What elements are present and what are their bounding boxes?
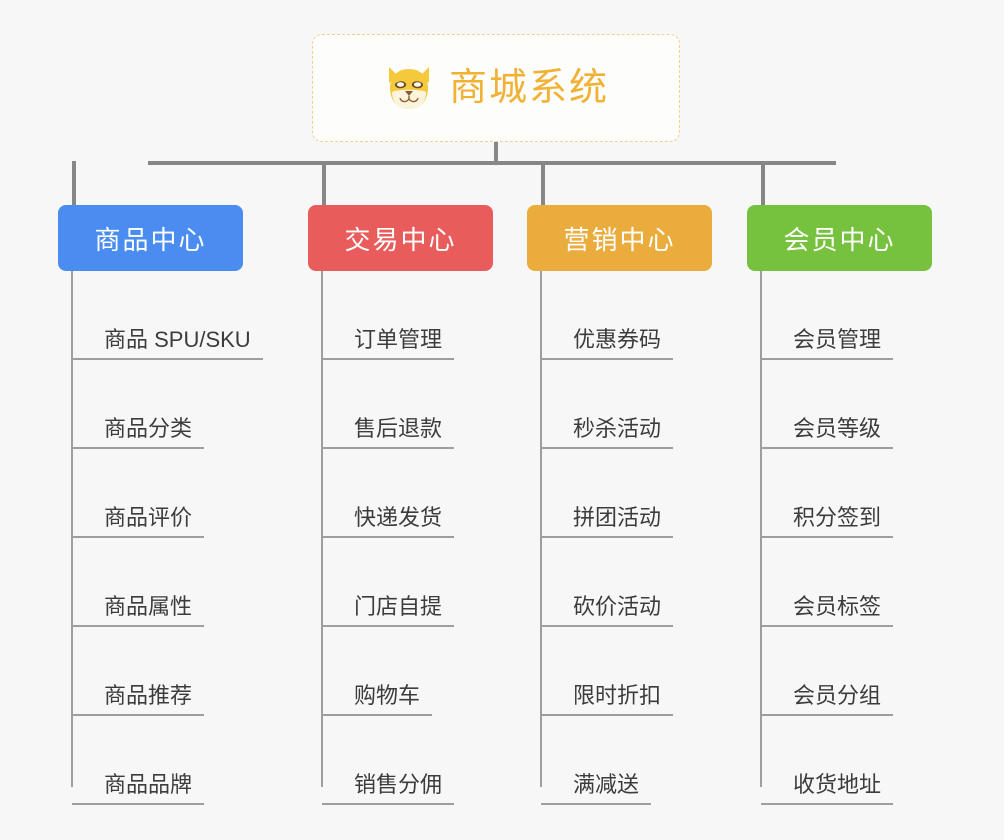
leaf-item[interactable]: 收货地址 (747, 716, 932, 805)
leaf-item[interactable]: 拼团活动 (527, 449, 712, 538)
branch-header-label: 商品中心 (94, 224, 207, 255)
leaf-label: 快递发货 (354, 504, 443, 530)
leaf-list-marketing: 优惠券码 秒杀活动 拼团活动 砍价活动 限时折扣 满减送 (527, 271, 712, 805)
branch-spine (540, 271, 542, 787)
root-connector-stub (494, 142, 498, 165)
leaf-label: 商品品牌 (104, 771, 193, 797)
branch-header-trade[interactable]: 交易中心 (308, 205, 493, 271)
branch-connector-drop (761, 161, 765, 205)
leaf-item[interactable]: 会员分组 (747, 627, 932, 716)
branch-header-member[interactable]: 会员中心 (747, 205, 932, 271)
branch-column-marketing: 营销中心 优惠券码 秒杀活动 拼团活动 砍价活动 限时折扣 满减送 (527, 161, 712, 805)
branch-header-label: 交易中心 (344, 224, 457, 255)
leaf-item[interactable]: 砍价活动 (527, 538, 712, 627)
leaf-item[interactable]: 会员等级 (747, 360, 932, 449)
leaf-label: 购物车 (354, 682, 421, 708)
leaf-label: 门店自提 (354, 593, 443, 619)
leaf-label: 收货地址 (793, 771, 882, 797)
leaf-label: 砍价活动 (573, 593, 662, 619)
leaf-label: 积分签到 (793, 504, 882, 530)
branch-header-label: 会员中心 (783, 224, 896, 255)
leaf-list-commodity: 商品 SPU/SKU 商品分类 商品评价 商品属性 商品推荐 商品品牌 (58, 271, 263, 805)
leaf-item[interactable]: 限时折扣 (527, 627, 712, 716)
leaf-label: 拼团活动 (573, 504, 662, 530)
leaf-item[interactable]: 会员管理 (747, 271, 932, 360)
leaf-label: 会员标签 (793, 593, 882, 619)
leaf-label: 商品 SPU/SKU (104, 326, 251, 352)
leaf-label: 满减送 (573, 771, 640, 797)
leaf-item[interactable]: 积分签到 (747, 449, 932, 538)
leaf-label: 订单管理 (354, 326, 443, 352)
branch-header-commodity[interactable]: 商品中心 (58, 205, 243, 271)
shiba-dog-mascot-icon (388, 67, 429, 109)
leaf-label: 会员管理 (793, 326, 882, 352)
leaf-label: 商品推荐 (104, 682, 193, 708)
branch-connector-drop (72, 161, 76, 205)
leaf-item[interactable]: 购物车 (308, 627, 493, 716)
leaf-label: 会员等级 (793, 415, 882, 441)
branch-column-trade: 交易中心 订单管理 售后退款 快递发货 门店自提 购物车 销售分佣 (308, 161, 493, 805)
leaf-label: 商品属性 (104, 593, 193, 619)
leaf-label: 限时折扣 (573, 682, 662, 708)
leaf-item[interactable]: 会员标签 (747, 538, 932, 627)
branch-column-member: 会员中心 会员管理 会员等级 积分签到 会员标签 会员分组 收货地址 (747, 161, 932, 805)
branch-spine (71, 271, 73, 787)
leaf-label: 会员分组 (793, 682, 882, 708)
branch-header-marketing[interactable]: 营销中心 (527, 205, 712, 271)
leaf-label: 商品分类 (104, 415, 193, 441)
leaf-label: 优惠券码 (573, 326, 662, 352)
branch-header-label: 营销中心 (563, 224, 676, 255)
leaf-item[interactable]: 门店自提 (308, 538, 493, 627)
leaf-item[interactable]: 商品属性 (58, 538, 263, 627)
leaf-item[interactable]: 满减送 (527, 716, 712, 805)
leaf-item[interactable]: 商品推荐 (58, 627, 263, 716)
root-title: 商城系统 (448, 67, 609, 109)
leaf-item[interactable]: 商品分类 (58, 360, 263, 449)
leaf-label: 商品评价 (104, 504, 193, 530)
leaf-list-trade: 订单管理 售后退款 快递发货 门店自提 购物车 销售分佣 (308, 271, 493, 805)
leaf-item[interactable]: 销售分佣 (308, 716, 493, 805)
branch-spine (321, 271, 323, 787)
leaf-item[interactable]: 优惠券码 (527, 271, 712, 360)
leaf-item[interactable]: 商品评价 (58, 449, 263, 538)
leaf-item[interactable]: 快递发货 (308, 449, 493, 538)
leaf-label: 销售分佣 (354, 771, 443, 797)
branch-column-commodity: 商品中心 商品 SPU/SKU 商品分类 商品评价 商品属性 商品推荐 商品品牌 (58, 161, 263, 805)
leaf-label: 秒杀活动 (573, 415, 662, 441)
branch-spine (760, 271, 762, 787)
branch-connector-drop (541, 161, 545, 205)
leaf-list-member: 会员管理 会员等级 积分签到 会员标签 会员分组 收货地址 (747, 271, 932, 805)
leaf-item[interactable]: 售后退款 (308, 360, 493, 449)
leaf-item[interactable]: 秒杀活动 (527, 360, 712, 449)
branch-distribution-bar (148, 161, 836, 165)
leaf-item[interactable]: 商品 SPU/SKU (58, 271, 263, 360)
leaf-item[interactable]: 订单管理 (308, 271, 493, 360)
branch-connector-drop (322, 161, 326, 205)
leaf-item[interactable]: 商品品牌 (58, 716, 263, 805)
root-node[interactable]: 商城系统 (312, 34, 680, 142)
leaf-label: 售后退款 (354, 415, 443, 441)
